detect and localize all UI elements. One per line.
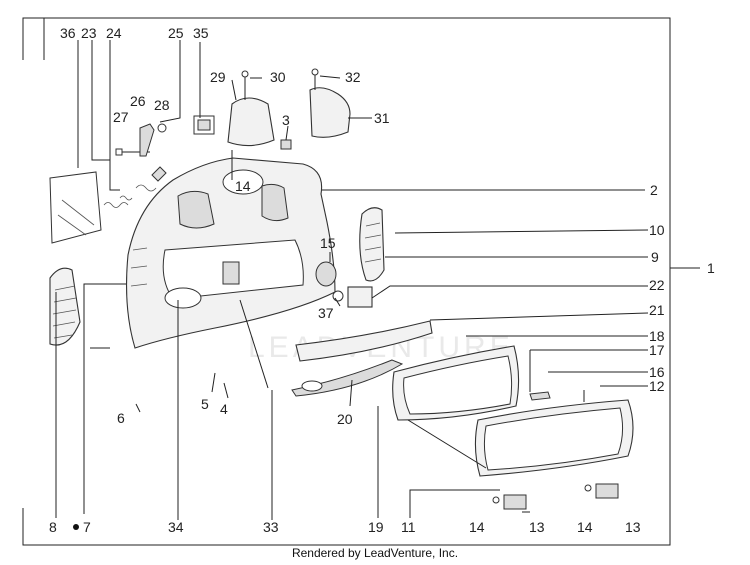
- callout-23: 23: [81, 25, 97, 41]
- part-35-clip: [193, 115, 215, 135]
- part-3-clip: [280, 139, 292, 150]
- callout-7: 7: [83, 519, 91, 535]
- callout-14-lower-right: 14: [577, 519, 593, 535]
- callout-32: 32: [345, 69, 361, 85]
- callout-15: 15: [320, 235, 336, 251]
- callout-21: 21: [649, 302, 665, 318]
- part-12-display-frame: [474, 399, 634, 477]
- small-parts-center: [315, 261, 373, 308]
- main-front-shield: [125, 157, 336, 349]
- small-brackets-right: [492, 391, 619, 510]
- callout-labels: 36 23 24 25 35 29 30 32 26 28 27 3 31 14…: [49, 25, 715, 535]
- callout-35: 35: [193, 25, 209, 41]
- callout-28: 28: [154, 97, 170, 113]
- callout-4: 4: [220, 401, 228, 417]
- part-18-inner-frame: [392, 345, 520, 421]
- part-36-panel: [49, 171, 102, 244]
- part-29-cover: [227, 70, 275, 147]
- part-21-trim-strip: [295, 320, 433, 362]
- callout-8: 8: [49, 519, 57, 535]
- callout-1: 1: [707, 260, 715, 276]
- diagram-frame: [22, 17, 700, 546]
- callout-13-left: 13: [529, 519, 545, 535]
- callout-37: 37: [318, 305, 334, 321]
- callout-3: 3: [282, 112, 290, 128]
- rendered-by-footer: Rendered by LeadVenture, Inc.: [291, 546, 459, 560]
- callout-13-right: 13: [625, 519, 641, 535]
- callout-20: 20: [337, 411, 353, 427]
- part-10-right-grill: [359, 207, 385, 282]
- callout-14-top: 14: [235, 178, 251, 194]
- callout-9: 9: [651, 249, 659, 265]
- callout-29: 29: [210, 69, 226, 85]
- callout-30: 30: [270, 69, 286, 85]
- callout-33: 33: [263, 519, 279, 535]
- callout-24: 24: [106, 25, 122, 41]
- callout-16: 16: [649, 364, 665, 380]
- part-20-lower-strip: [291, 359, 404, 397]
- callout-10: 10: [649, 222, 665, 238]
- leader-lines: [55, 40, 649, 520]
- part-8-left-grill: [49, 267, 81, 346]
- part-31-side-cover: [309, 68, 351, 138]
- callout-5: 5: [201, 396, 209, 412]
- callout-7-bullet: [73, 524, 79, 530]
- callout-27: 27: [113, 109, 129, 125]
- callout-19: 19: [368, 519, 384, 535]
- callout-18: 18: [649, 328, 665, 344]
- callout-12: 12: [649, 378, 665, 394]
- callout-22: 22: [649, 277, 665, 293]
- callout-2: 2: [650, 182, 658, 198]
- callout-6: 6: [117, 410, 125, 426]
- callout-26: 26: [130, 93, 146, 109]
- callout-34: 34: [168, 519, 184, 535]
- callout-25: 25: [168, 25, 184, 41]
- callout-31: 31: [374, 110, 390, 126]
- callout-17: 17: [649, 342, 665, 358]
- callout-11: 11: [401, 519, 416, 535]
- small-hardware-top-left: [103, 123, 167, 208]
- callout-14-lower-left: 14: [469, 519, 485, 535]
- callout-36: 36: [60, 25, 76, 41]
